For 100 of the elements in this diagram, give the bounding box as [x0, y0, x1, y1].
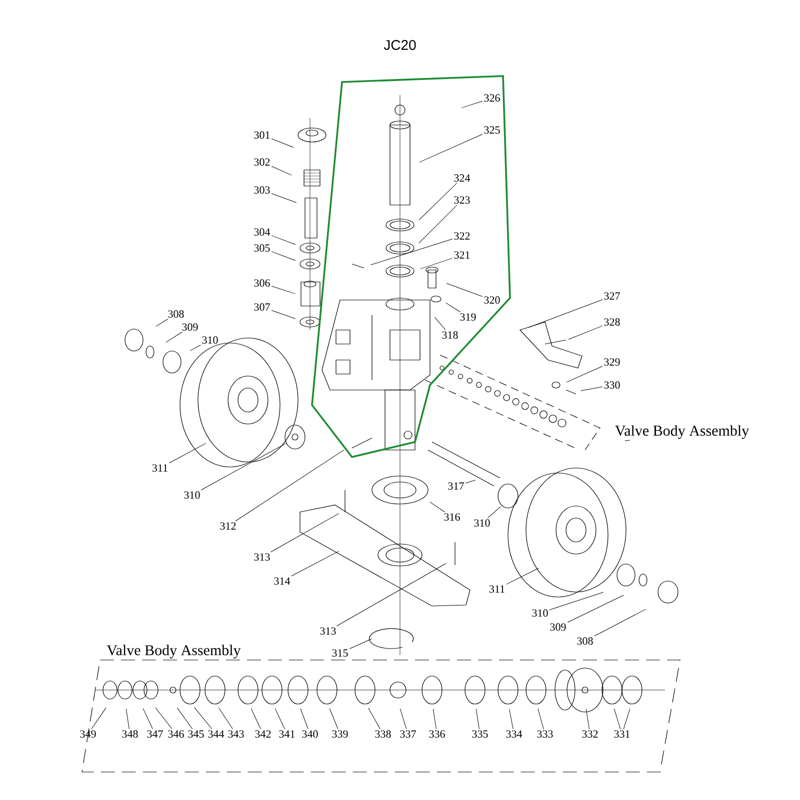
- callout-number: 326: [484, 94, 500, 102]
- leader-line: [176, 707, 193, 730]
- leader-line: [566, 366, 603, 382]
- callout-number: 306: [254, 279, 270, 287]
- leader-line: [271, 166, 292, 176]
- callout-number: 311: [490, 585, 504, 593]
- leader-line: [624, 440, 630, 442]
- leader-line: [250, 708, 261, 730]
- callout-number: 307: [254, 303, 270, 311]
- callout-number: 327: [604, 292, 620, 300]
- leader-line: [300, 708, 308, 730]
- callout-number: 301: [254, 131, 270, 139]
- leader-line: [271, 310, 296, 319]
- leader-line: [487, 506, 501, 518]
- callout-number: 328: [604, 318, 620, 326]
- callout-number: 339: [332, 730, 348, 738]
- leader-line: [271, 138, 294, 148]
- callout-number: 318: [442, 331, 458, 339]
- callout-number: 340: [302, 730, 318, 738]
- leader-line: [461, 100, 483, 108]
- callout-number: 338: [375, 730, 391, 738]
- leader-line: [506, 568, 539, 585]
- leader-line: [476, 708, 480, 730]
- callout-number: 344: [208, 730, 224, 738]
- callout-number: 325: [484, 126, 500, 134]
- leader-line: [349, 638, 372, 649]
- leader-line: [291, 550, 340, 576]
- callout-number: 310: [184, 491, 200, 499]
- callout-number: 345: [188, 730, 204, 738]
- leader-line: [418, 204, 458, 244]
- callout-number: 310: [474, 519, 490, 527]
- callout-number: 329: [604, 358, 620, 366]
- callout-number: 337: [400, 730, 416, 738]
- callout-number: 304: [254, 228, 270, 236]
- leader-line: [169, 443, 206, 464]
- callout-number: 321: [454, 251, 470, 259]
- leader-line: [271, 235, 296, 245]
- leader-line: [156, 318, 168, 327]
- callout-number: 319: [460, 313, 476, 321]
- callout-number: 331: [614, 730, 630, 738]
- leader-line: [368, 708, 380, 730]
- callout-number: 309: [182, 323, 198, 331]
- callout-number: 310: [202, 336, 218, 344]
- leader-line: [218, 708, 233, 730]
- callout-number: 335: [472, 730, 488, 738]
- leader-line: [190, 344, 201, 351]
- leader-line: [446, 302, 460, 312]
- callout-number: 348: [122, 730, 138, 738]
- callout-number: 336: [429, 730, 445, 738]
- leader-line: [594, 608, 646, 636]
- callout-number: 310: [532, 609, 548, 617]
- leader-line: [142, 708, 153, 730]
- leader-line: [270, 513, 340, 552]
- assembly-label: Valve Body Assembly: [615, 425, 750, 439]
- callout-number: 317: [448, 482, 464, 490]
- leader-line: [271, 286, 296, 294]
- callout-number: 346: [168, 730, 184, 738]
- leader-line: [586, 708, 590, 730]
- callout-number: 308: [577, 637, 593, 645]
- callout-number: 322: [454, 232, 470, 240]
- leader-line: [274, 708, 285, 730]
- leader-line: [549, 592, 604, 610]
- callout-number: 313: [320, 627, 336, 635]
- leader-line: [370, 238, 453, 266]
- callout-number: 347: [147, 730, 163, 738]
- callout-number: 320: [484, 296, 500, 304]
- assembly-label: Valve Body Assembly: [106, 644, 241, 658]
- callout-number: 309: [550, 623, 566, 631]
- leader-line: [528, 299, 603, 328]
- leader-line: [420, 258, 453, 270]
- leader-line: [400, 708, 407, 730]
- leader-line: [614, 708, 621, 730]
- callout-number: 305: [254, 244, 270, 252]
- leader-line: [538, 708, 544, 730]
- leader-line: [430, 502, 445, 512]
- callout-number: 343: [228, 730, 244, 738]
- callout-number: 332: [582, 730, 598, 738]
- callout-number: 324: [454, 174, 470, 182]
- leader-line: [194, 707, 212, 730]
- leader-line: [336, 563, 446, 626]
- callout-number: 342: [255, 730, 271, 738]
- callout-number: 316: [444, 513, 460, 521]
- callout-number: 341: [279, 730, 295, 738]
- callout-number: 308: [168, 310, 184, 318]
- leader-line: [567, 594, 624, 623]
- callout-number: 314: [274, 577, 290, 585]
- leader-line: [235, 450, 344, 522]
- leader-line: [200, 443, 286, 490]
- callout-number: 334: [506, 730, 522, 738]
- callout-number: 333: [537, 730, 553, 738]
- leader-line: [446, 283, 483, 297]
- callout-number: 315: [332, 649, 348, 657]
- callout-number: 313: [254, 553, 270, 561]
- leader-line: [580, 386, 603, 391]
- leader-line: [271, 251, 296, 261]
- callout-number: 311: [152, 464, 168, 472]
- leader-line: [271, 193, 297, 203]
- leader-line: [166, 332, 182, 343]
- leader-line: [126, 708, 130, 730]
- leader-line: [419, 134, 483, 162]
